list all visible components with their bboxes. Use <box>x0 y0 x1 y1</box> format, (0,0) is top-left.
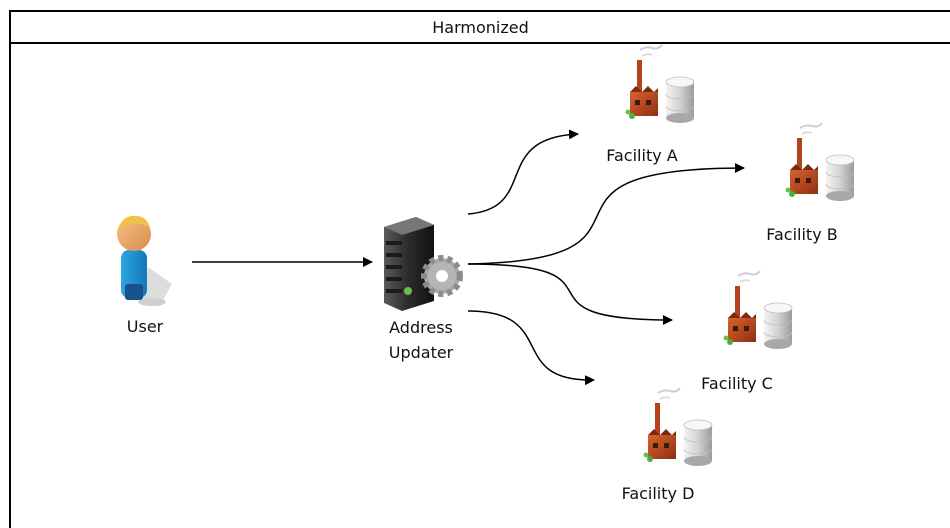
facility-a-icon <box>624 44 695 124</box>
arrow-updater-to-facility-b <box>467 163 745 265</box>
gear-icon <box>421 255 463 297</box>
user-icon <box>117 215 172 306</box>
facility-b-icon <box>784 122 855 202</box>
user-label: User <box>127 317 164 336</box>
facility-d-icon <box>642 387 713 467</box>
facility-c-icon <box>722 270 793 350</box>
facility-d-label: Facility D <box>622 484 695 503</box>
updater-label-line2: Updater <box>389 343 454 362</box>
title-bar: Harmonized <box>11 12 950 44</box>
arrow-updater-to-facility-d <box>467 310 595 386</box>
diagram-frame: Harmonized <box>9 10 950 528</box>
facility-a-label: Facility A <box>606 146 678 165</box>
server-icon <box>384 217 434 311</box>
updater-label-line1: Address <box>389 318 453 337</box>
arrow-updater-to-facility-c <box>467 263 673 325</box>
facility-b-label: Facility B <box>766 225 837 244</box>
arrow-updater-to-facility-a <box>467 129 579 215</box>
facility-c-label: Facility C <box>701 374 773 393</box>
diagram-title: Harmonized <box>432 17 529 37</box>
